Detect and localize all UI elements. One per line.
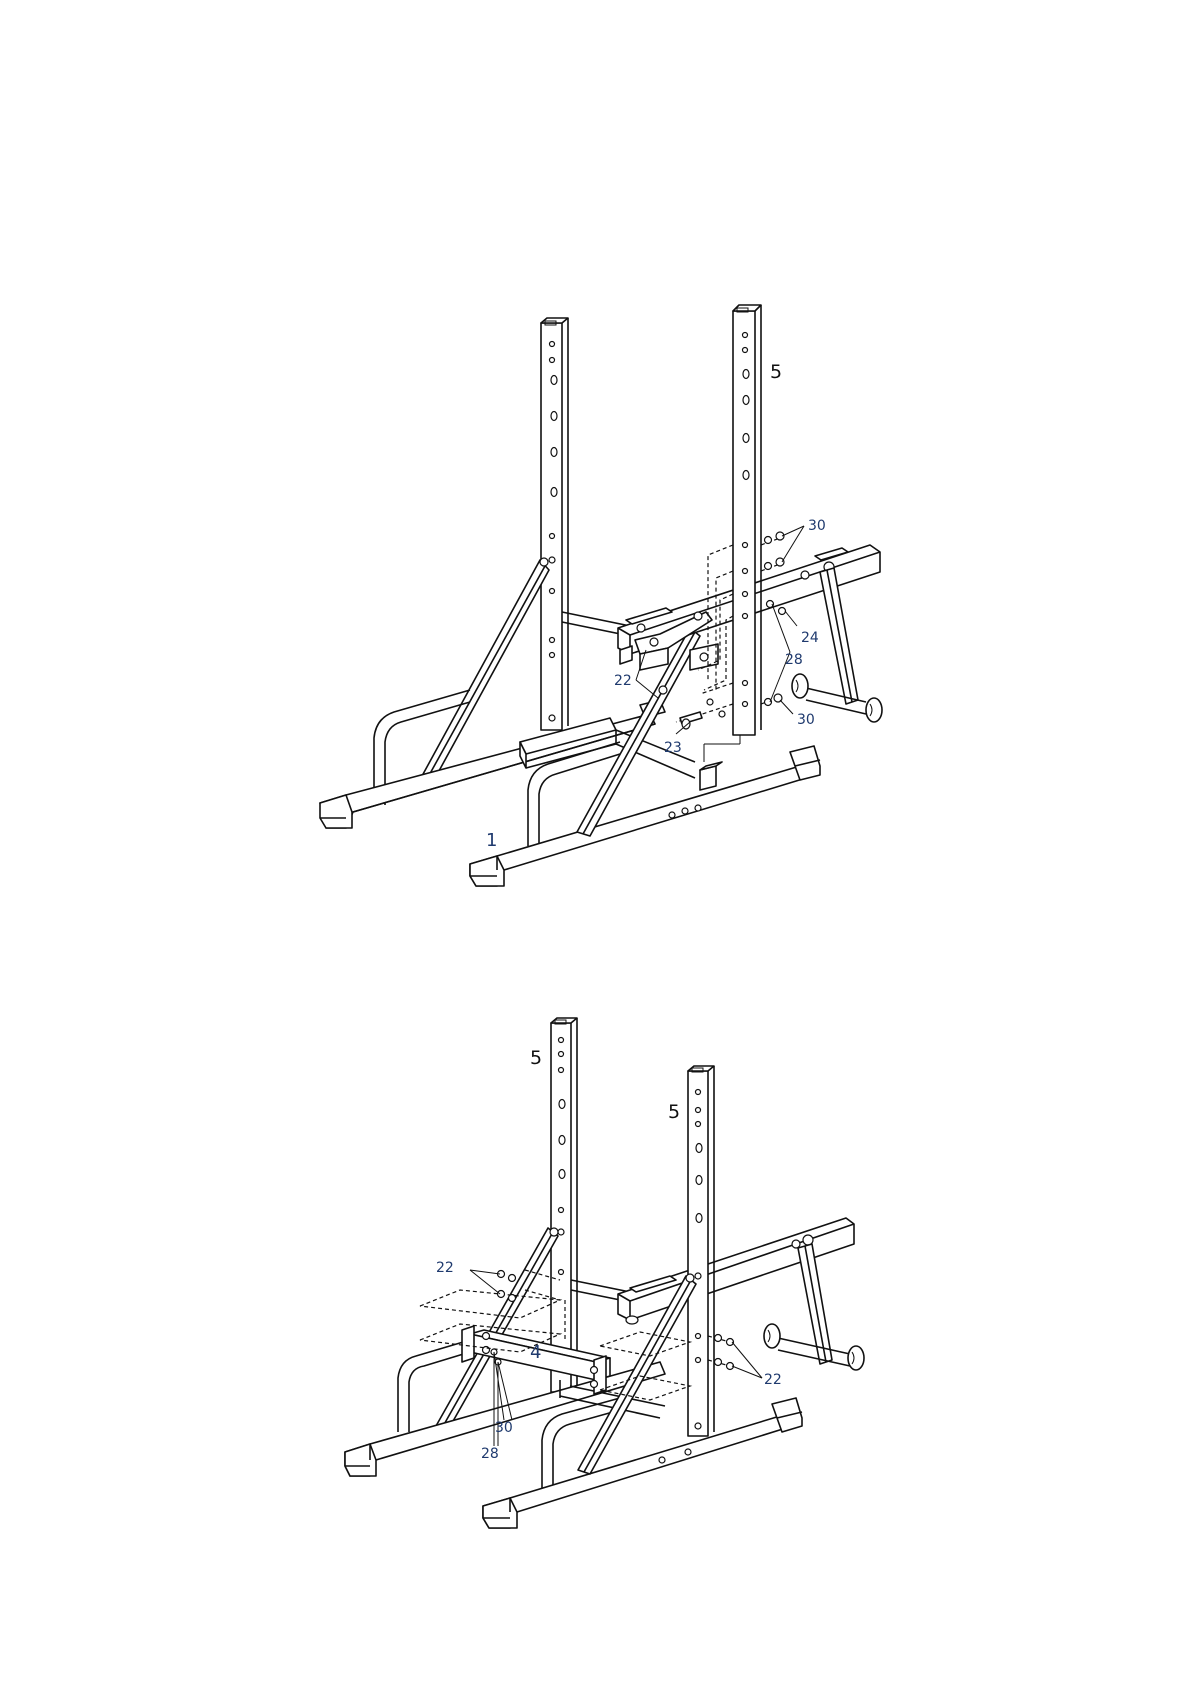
left-base-rail: [320, 700, 665, 828]
label-part-30-bottom: 30: [797, 712, 815, 728]
label-part-28: 28: [481, 1446, 499, 1462]
label-part-22: 22: [614, 673, 632, 689]
right-upright-post-part-5: [704, 305, 761, 762]
label-part-1: 1: [486, 830, 497, 851]
label-part-30: 30: [495, 1420, 513, 1436]
label-part-22-right: 22: [764, 1372, 782, 1388]
label-part-5-left: 5: [530, 1047, 542, 1069]
label-part-22-left: 22: [436, 1260, 454, 1276]
label-part-24: 24: [801, 630, 819, 646]
label-part-28: 28: [785, 652, 803, 668]
label-part-4: 4: [530, 1342, 541, 1363]
label-part-30-top: 30: [808, 518, 826, 534]
right-upright-post-part-5: [688, 1066, 714, 1436]
label-part-23: 23: [664, 740, 682, 756]
label-part-5-right: 5: [668, 1101, 680, 1123]
figure-2-assembly-step: 5 5 22 4 22 30 28: [345, 1018, 864, 1528]
front-base-rail-fig2: [483, 1398, 802, 1528]
label-part-5: 5: [770, 361, 782, 383]
front-base-rail: [470, 746, 820, 886]
left-upright-post: [541, 318, 568, 730]
figure-1-assembly-step: 5 30 24 28 22 30 23 1: [320, 305, 882, 886]
